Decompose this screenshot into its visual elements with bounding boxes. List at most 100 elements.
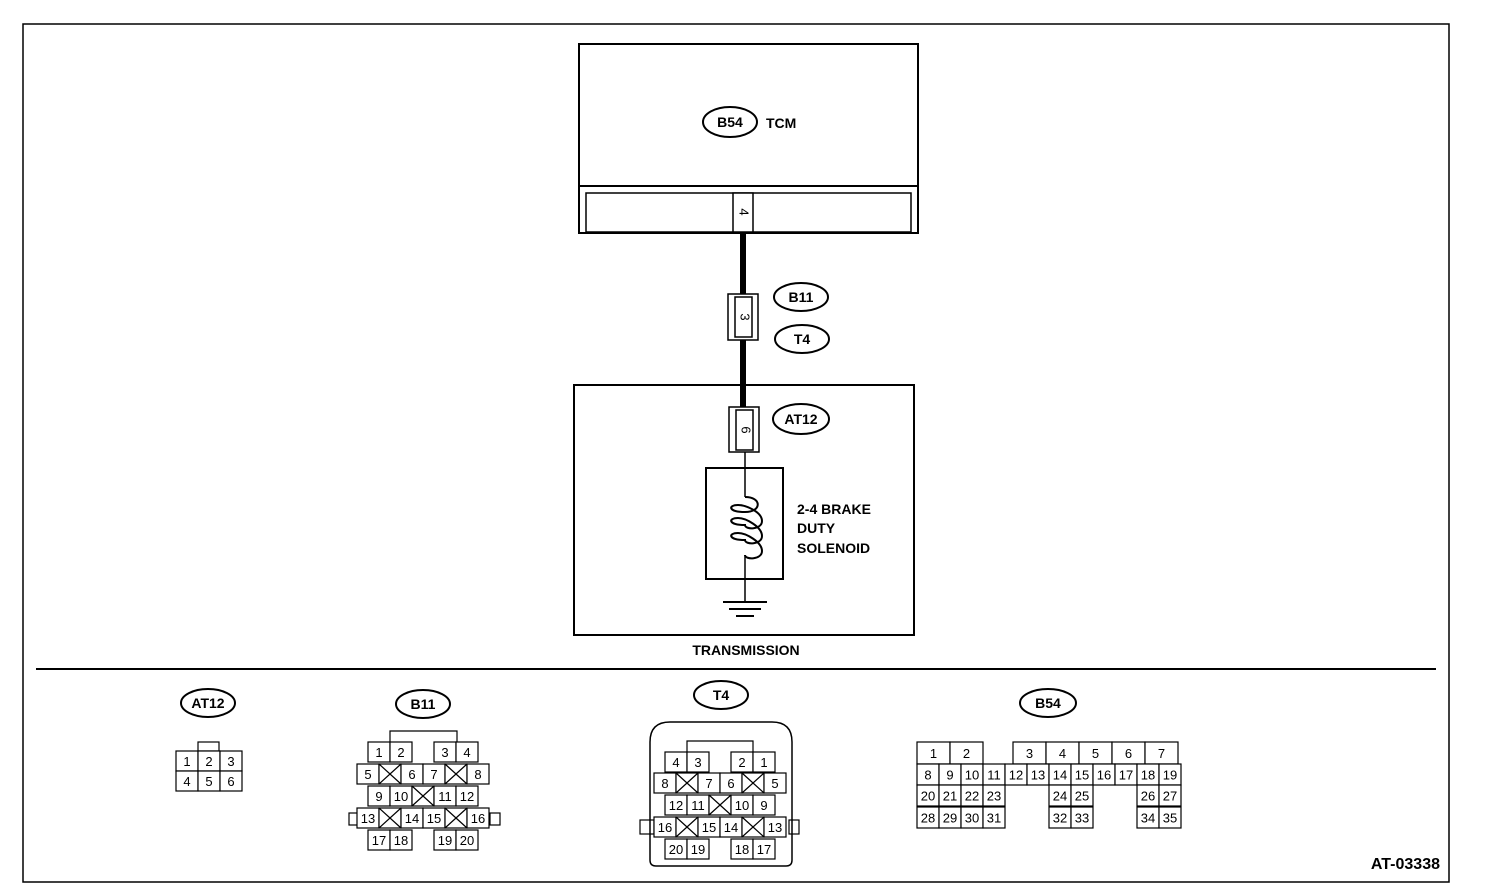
solenoid-label-line3: SOLENOID [797,540,870,556]
b54-pin: 21 [938,784,962,807]
svg-text:4: 4 [463,745,470,760]
svg-text:1: 1 [930,746,937,761]
svg-text:5: 5 [205,774,212,789]
svg-text:6: 6 [408,767,415,782]
svg-text:15: 15 [702,820,716,835]
svg-text:32: 32 [1053,811,1067,826]
svg-text:9: 9 [375,789,382,804]
svg-text:17: 17 [757,842,771,857]
t4-blank-cavity [675,772,699,794]
at12-pin: 6 [219,770,243,792]
b54-pin: 17 [1114,763,1138,786]
at12-pin: 5 [197,770,221,792]
t4-blank-cavity [741,772,765,794]
at12-badge [772,403,830,435]
svg-text:8: 8 [474,767,481,782]
svg-text:10: 10 [735,798,749,813]
svg-text:13: 13 [1031,768,1045,783]
svg-text:5: 5 [364,767,371,782]
svg-text:7: 7 [1158,746,1165,761]
b54-pin: 5 [1078,741,1113,765]
svg-text:15: 15 [427,811,441,826]
svg-text:20: 20 [460,833,474,848]
at12-pin: 3 [219,750,243,772]
svg-text:21: 21 [943,789,957,804]
svg-text:18: 18 [394,833,408,848]
t4-pin: 7 [697,772,721,794]
b54-pin: 24 [1048,784,1072,807]
diagram-frame [22,23,1450,883]
t4-blank-cavity [741,816,765,838]
svg-text:30: 30 [965,811,979,826]
b54-pin: 34 [1136,806,1160,829]
b54-pin: 31 [982,806,1006,829]
b54-pin: 4 [1045,741,1080,765]
svg-text:13: 13 [361,811,375,826]
b11-pin: 4 [455,741,479,763]
svg-text:3: 3 [694,755,701,770]
t4-pin: 8 [653,772,677,794]
svg-text:16: 16 [1097,768,1111,783]
svg-text:17: 17 [372,833,386,848]
svg-text:11: 11 [691,798,705,813]
b54-pin: 35 [1158,806,1182,829]
t4-pin: 18 [730,838,754,860]
b54-pin: 23 [982,784,1006,807]
svg-text:3: 3 [441,745,448,760]
b54-pin: 28 [916,806,940,829]
b54-pin: 29 [938,806,962,829]
svg-text:9: 9 [760,798,767,813]
b11-pin: 20 [455,829,479,851]
tcm-pin-number: 4 [737,208,752,215]
svg-text:10: 10 [394,789,408,804]
b11-pin: 1 [367,741,391,763]
b11-blank-cavity [444,763,468,785]
svg-text:19: 19 [691,842,705,857]
svg-text:33: 33 [1075,811,1089,826]
svg-text:15: 15 [1075,768,1089,783]
b11-pin: 8 [466,763,490,785]
t4-code: T4 [794,331,811,347]
svg-text:16: 16 [658,820,672,835]
transmission-block: 6 AT12 2-4 BRAKE DUTY SOLENOID [573,384,915,636]
b54-view-code: B54 [1035,695,1061,711]
t4-pin: 20 [664,838,688,860]
b54-pin: 33 [1070,806,1094,829]
b11-pin: 7 [422,763,446,785]
b11-pin: 14 [400,807,424,829]
b54-pin: 32 [1048,806,1072,829]
b11-pin: 2 [389,741,413,763]
b54-pin: 15 [1070,763,1094,786]
b54-pin: 27 [1158,784,1182,807]
b54-pin: 30 [960,806,984,829]
t4-pin: 16 [653,816,677,838]
svg-text:6: 6 [1125,746,1132,761]
b11-t4-inline-connector: 3 B11 T4 [727,282,830,354]
b54-pin: 14 [1048,763,1072,786]
svg-text:3: 3 [227,754,234,769]
b54-pin: 20 [916,784,940,807]
svg-text:4: 4 [1059,746,1066,761]
svg-text:10: 10 [965,768,979,783]
t4-pin: 17 [752,838,776,860]
t4-pin: 11 [686,794,710,816]
t4-pin: 14 [719,816,743,838]
transmission-label: TRANSMISSION [692,642,799,658]
b54-pin: 25 [1070,784,1094,807]
svg-text:16: 16 [471,811,485,826]
svg-text:18: 18 [1141,768,1155,783]
svg-text:26: 26 [1141,789,1155,804]
b11-blank-cavity [411,785,435,807]
b11-pin: 13 [356,807,380,829]
svg-text:3: 3 [1026,746,1033,761]
t4-blank-cavity [708,794,732,816]
tcm-connector-code: B54 [717,114,743,130]
figure-code: AT-03338 [1371,856,1440,873]
svg-text:17: 17 [1119,768,1133,783]
b54-pin: 11 [982,763,1006,786]
svg-text:1: 1 [183,754,190,769]
svg-text:13: 13 [768,820,782,835]
